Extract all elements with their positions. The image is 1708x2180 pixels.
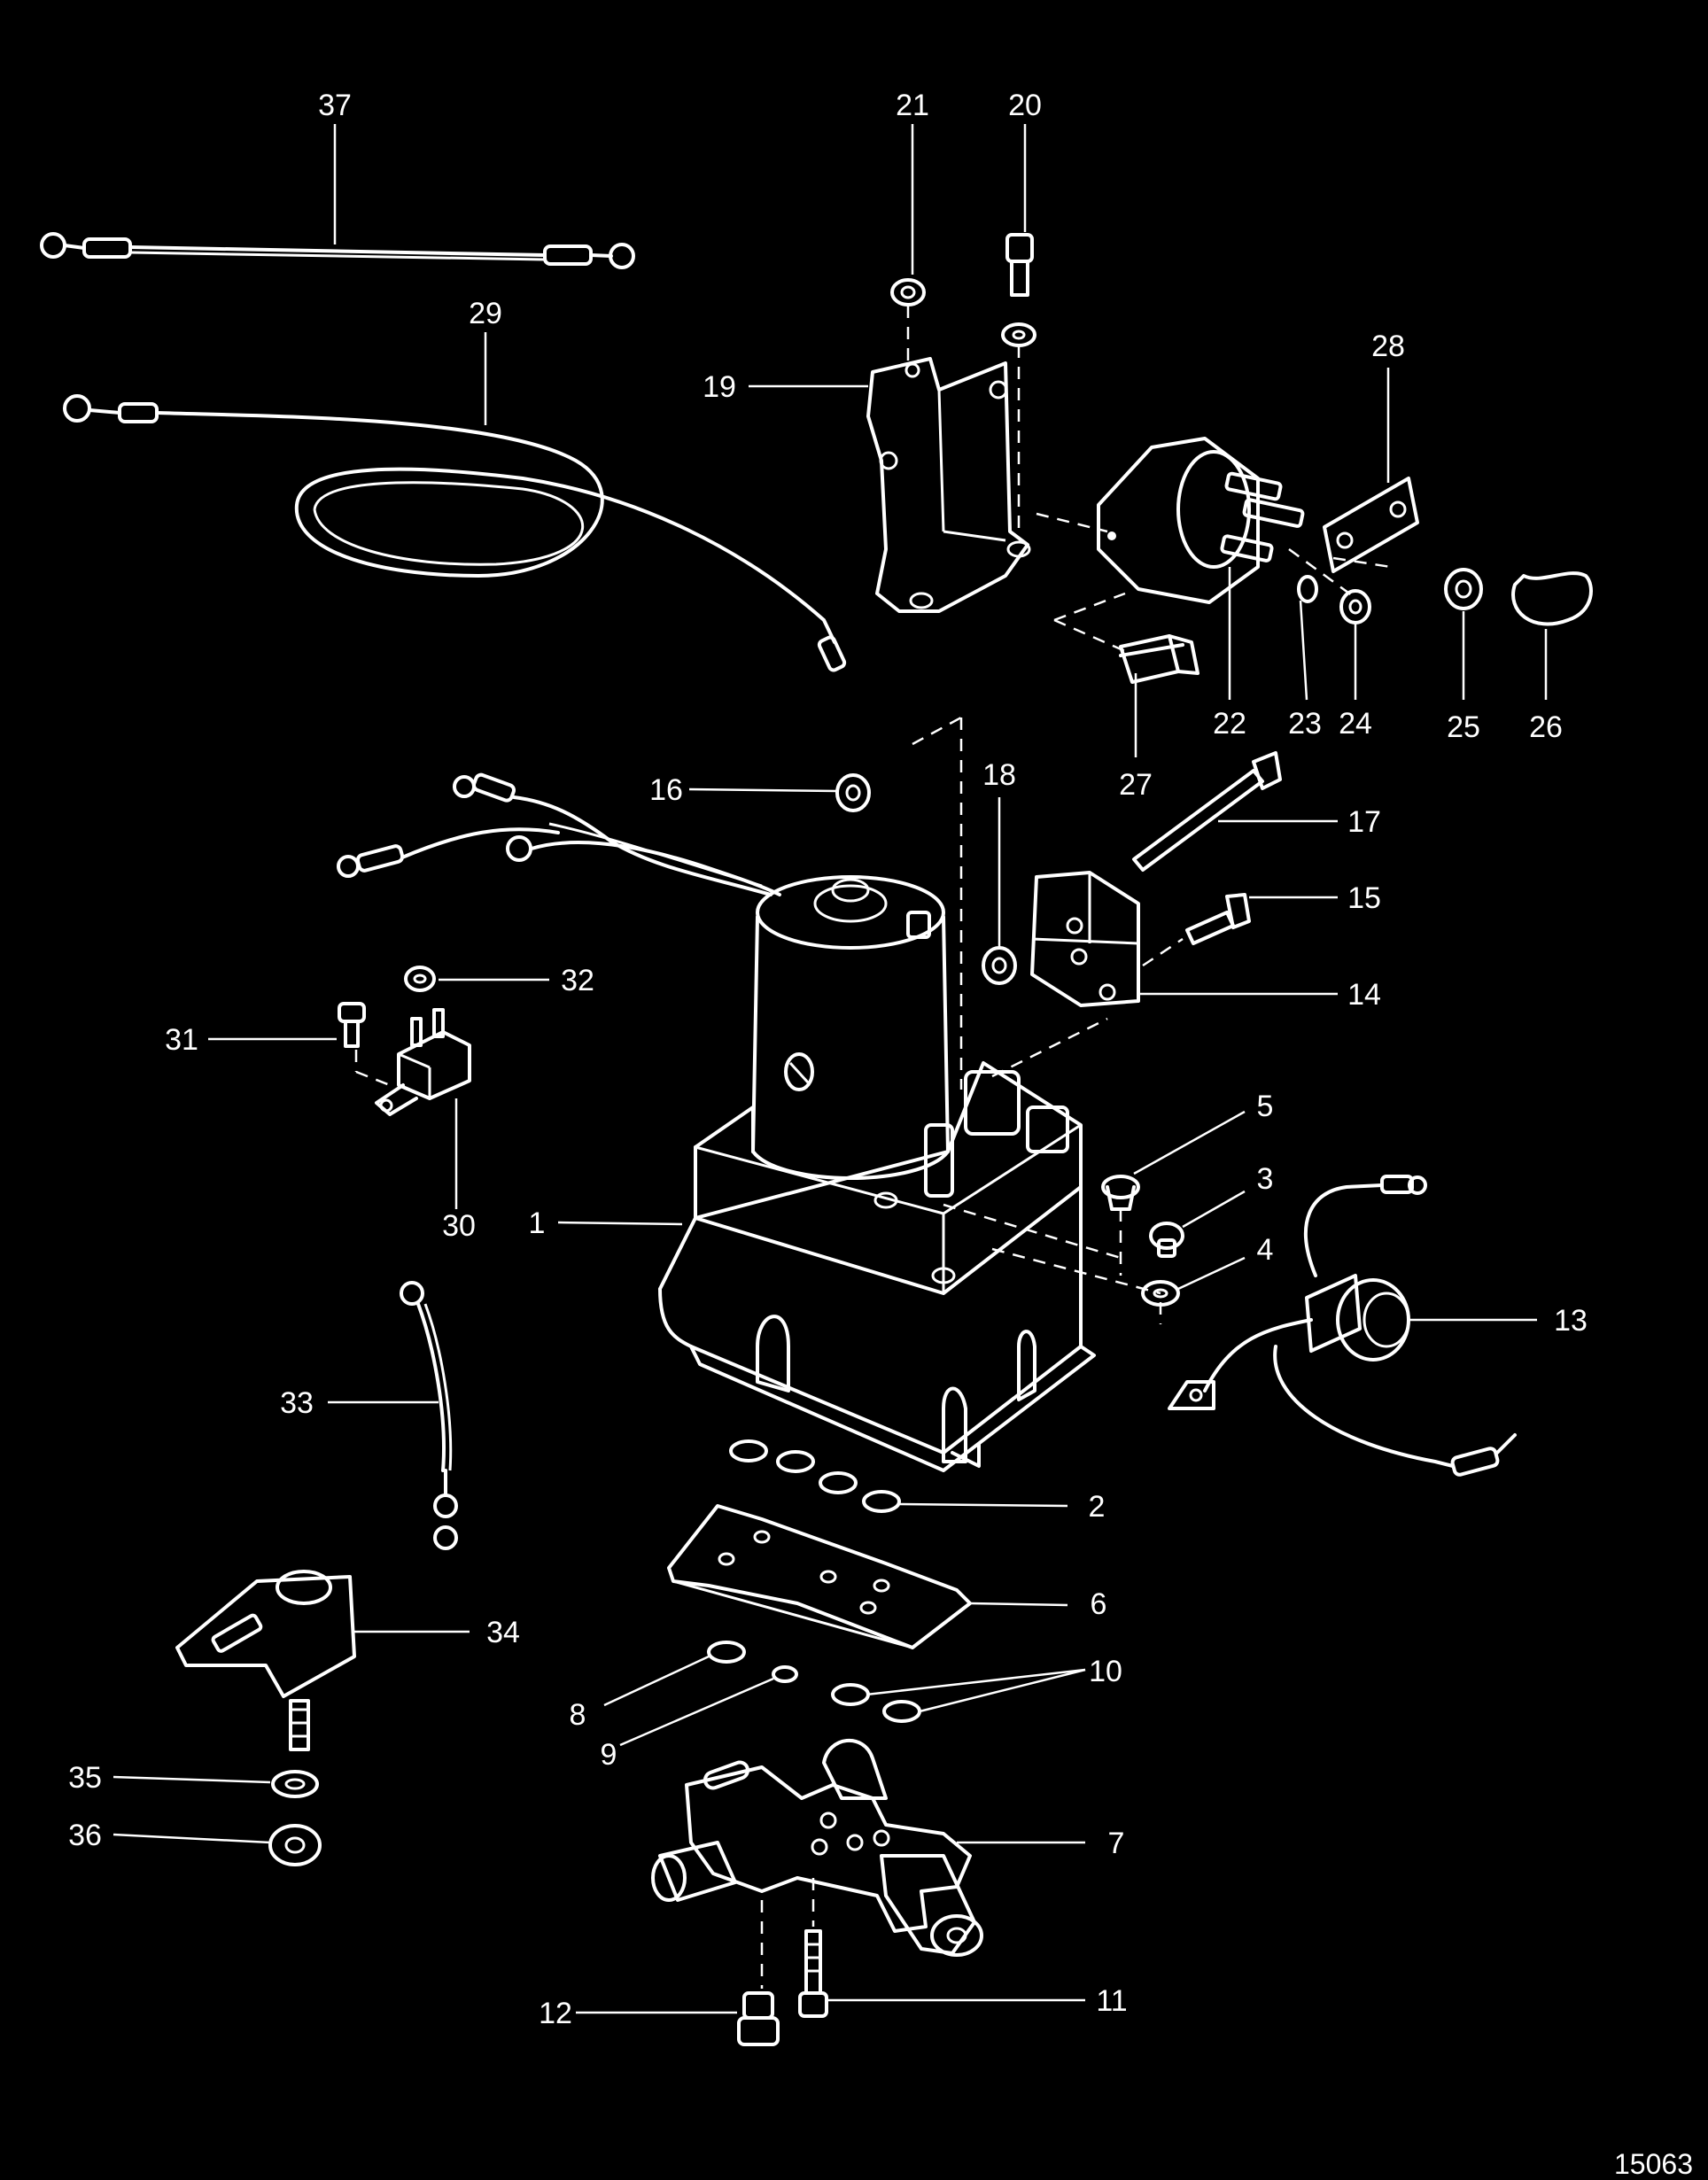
part-29-coiled-cable (63, 394, 847, 672)
callout-3: 3 (1257, 1162, 1274, 1196)
callout-34: 34 (486, 1616, 520, 1649)
part-35-washer (271, 1770, 319, 1798)
callout-22: 22 (1213, 707, 1246, 741)
callout-36: 36 (68, 1819, 102, 1852)
callout-26: 26 (1529, 710, 1563, 744)
callout-27: 27 (1119, 768, 1153, 802)
part-2-o-rings (729, 1439, 901, 1513)
part-3-screw (1149, 1222, 1184, 1258)
callout-23: 23 (1288, 707, 1322, 741)
callout-24: 24 (1339, 707, 1372, 741)
callout-1: 1 (529, 1206, 546, 1240)
callout-19: 19 (703, 370, 736, 404)
callout-9: 9 (601, 1738, 617, 1772)
callout-8: 8 (570, 1698, 586, 1732)
part-17-long-bolt (1132, 751, 1282, 872)
callout-20: 20 (1008, 89, 1042, 122)
callout-33: 33 (280, 1386, 314, 1420)
callout-16: 16 (649, 773, 683, 807)
callout-18: 18 (982, 758, 1016, 792)
part-30-relay (375, 1008, 471, 1116)
callout-25: 25 (1447, 710, 1480, 744)
part-5-fitting (1101, 1175, 1140, 1211)
assembly-lines (354, 306, 1392, 1989)
callout-2: 2 (1089, 1490, 1106, 1524)
part-16-nut (835, 773, 871, 812)
callout-11: 11 (1096, 1984, 1127, 2018)
callout-13: 13 (1554, 1304, 1588, 1338)
part-34-terminal-block (175, 1570, 356, 1751)
part-25-nut (1444, 568, 1483, 610)
callout-32: 32 (561, 964, 594, 997)
callout-5: 5 (1257, 1090, 1274, 1123)
part-20-screw (1001, 233, 1036, 347)
part-21-nut (890, 278, 926, 306)
part-31-screw (338, 1002, 366, 1048)
callout-35: 35 (68, 1761, 102, 1795)
part-8-o-ring (707, 1641, 746, 1664)
leader-lines (113, 124, 1548, 2014)
part-15-screw (1185, 893, 1251, 945)
part-26-boot (1511, 571, 1593, 626)
part-27-bolt (1119, 634, 1199, 684)
callout-14: 14 (1347, 978, 1381, 1012)
part-12-plug (737, 1991, 780, 2046)
callout-29: 29 (469, 297, 502, 330)
callout-4: 4 (1257, 1233, 1274, 1267)
part-1-pump-motor-assembly (658, 875, 1096, 1472)
callout-30: 30 (442, 1209, 476, 1243)
part-23-washer (1297, 575, 1318, 603)
callout-21: 21 (896, 89, 929, 122)
part-37-cable (40, 232, 635, 269)
part-7-manifold (651, 1738, 983, 1957)
part-24-lockwasher (1339, 589, 1371, 625)
part-19-bracket (866, 357, 1031, 613)
part-11-bolt (798, 1929, 828, 2018)
part-9-o-ring (772, 1665, 798, 1683)
callout-17: 17 (1347, 805, 1381, 839)
part-32-nut (404, 966, 436, 992)
figure-reference-number: 15063 (1614, 2148, 1693, 2180)
callout-28: 28 (1371, 330, 1405, 363)
part-36-nut (268, 1824, 322, 1866)
callout-31: 31 (165, 1023, 198, 1057)
part-13-switch (1168, 1175, 1517, 1477)
part-18-nut (982, 946, 1017, 985)
part-22-solenoid (1097, 437, 1305, 604)
callout-7: 7 (1108, 1827, 1125, 1860)
part-28-plate (1323, 477, 1419, 573)
motor-wiring-harness (337, 772, 781, 896)
callout-labels: 37 29 21 20 19 28 22 23 24 25 26 27 16 1… (68, 89, 1588, 2030)
part-33-ground-strap (400, 1281, 458, 1550)
callout-10: 10 (1089, 1655, 1122, 1688)
part-6-gasket (667, 1504, 972, 1649)
callout-12: 12 (539, 1997, 572, 2030)
callout-37: 37 (318, 89, 352, 122)
callout-6: 6 (1091, 1587, 1107, 1621)
callout-15: 15 (1347, 881, 1381, 915)
part-14-mount-bracket (1030, 871, 1140, 1007)
